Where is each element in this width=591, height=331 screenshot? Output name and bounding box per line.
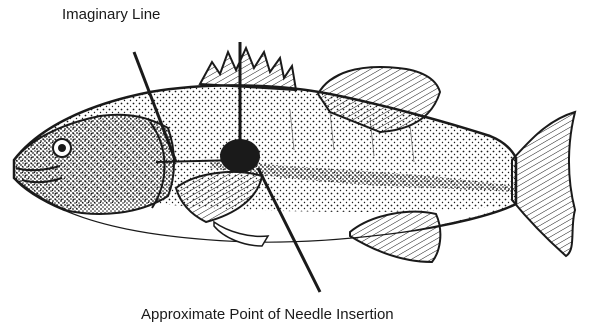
fish-illustration: [14, 48, 575, 262]
needle-insertion-point: [220, 139, 260, 173]
spiny-dorsal-fin: [200, 48, 296, 90]
needle-insertion-label: Approximate Point of Needle Insertion: [141, 306, 394, 323]
fish-head: [14, 115, 174, 214]
tail-fin: [512, 112, 575, 256]
